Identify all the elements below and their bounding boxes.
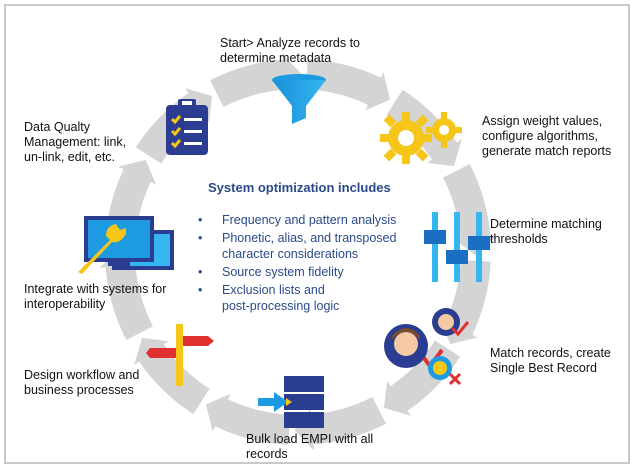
step-start-label: Start> Analyze records to determine meta…	[220, 36, 361, 65]
step-workflow-label: Design workflow and business processes	[24, 368, 140, 397]
step-match-label: Match records, create Single Best Record	[490, 346, 611, 375]
cycle-arrow-segment	[205, 393, 290, 445]
center-bullet: • Exclusion lists and post-processing log…	[198, 283, 339, 314]
bullet-text: Source system fidelity	[222, 265, 344, 279]
step-thresholds-label: Determine matching thresholds	[490, 217, 602, 246]
cycle-arrow-segment	[209, 53, 302, 107]
database-load-icon	[258, 376, 324, 428]
monitors-wrench-icon	[78, 216, 174, 274]
center-title: System optimization includes	[208, 180, 391, 195]
step-integrate-label: Integrate with systems for interoperabil…	[24, 282, 167, 311]
bullet-text: Frequency and pattern analysis	[222, 213, 397, 227]
bullet-dot: •	[198, 265, 203, 279]
bullet-dot: •	[198, 213, 203, 227]
step-bulkload-label: Bulk load EMPI with all records	[246, 432, 374, 461]
center-bullet: • Phonetic, alias, and transposed charact…	[198, 231, 396, 262]
funnel-icon	[272, 74, 326, 124]
step-weights-label: Assign weight values, configure algorith…	[482, 114, 612, 158]
sliders-icon	[424, 212, 490, 282]
clipboard-checklist-icon	[166, 99, 208, 155]
cycle-arrow-segment	[99, 248, 153, 341]
signpost-icon	[146, 324, 214, 386]
gears-icon	[380, 112, 462, 164]
cycle-arrow-segment	[443, 163, 497, 256]
center-bullet: • Source system fidelity	[198, 265, 344, 281]
bullet-text: Exclusion lists and post-processing logi…	[222, 283, 340, 313]
diagram-frame	[4, 4, 630, 464]
people-match-icon	[384, 308, 470, 386]
bullet-text: Phonetic, alias, and transposed characte…	[222, 231, 397, 261]
center-bullet: • Frequency and pattern analysis	[198, 213, 396, 229]
step-dqm-label: Data Qualty Management: link, un-link, e…	[24, 120, 127, 164]
bullet-dot: •	[198, 283, 203, 297]
bullet-dot: •	[198, 231, 203, 245]
cycle-arrow-segment	[306, 59, 391, 111]
cycle-arrow-segment	[294, 397, 387, 451]
